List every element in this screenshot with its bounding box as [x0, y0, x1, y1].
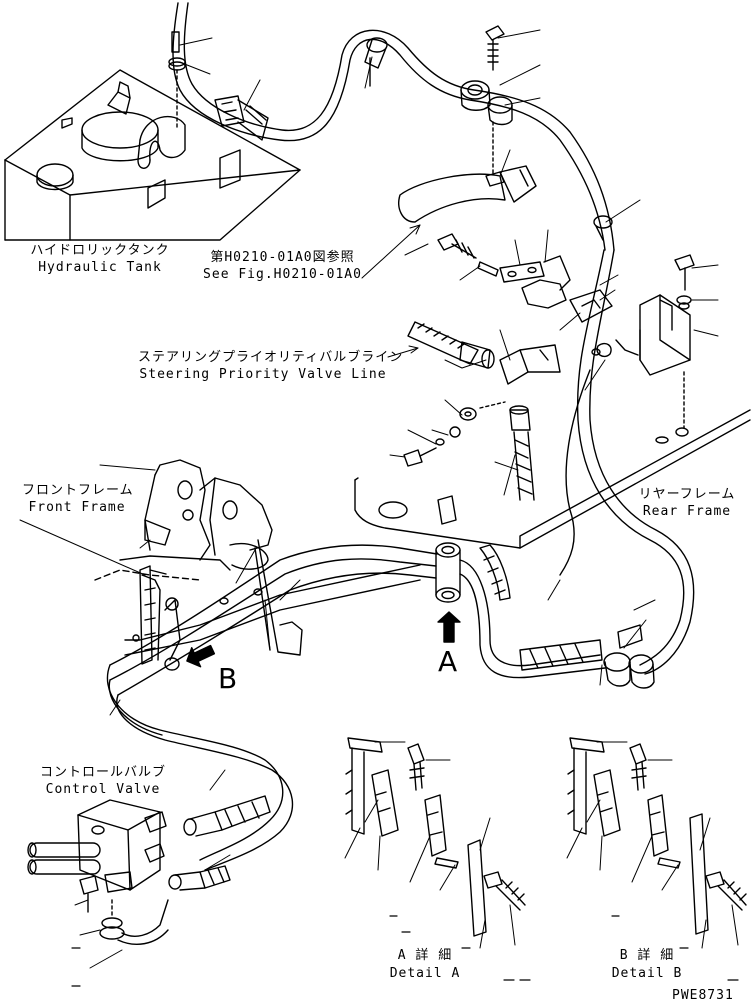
right-hoses: [559, 215, 695, 675]
detail-a-label-en: Detail A: [389, 966, 461, 981]
tank-pin: [168, 31, 186, 131]
front-frame: [94, 459, 421, 656]
tank-hose-fitting: [214, 95, 269, 141]
steering-line-label-en: Steering Priority Valve Line: [139, 367, 387, 382]
view-arrows: [186, 611, 461, 668]
detail-a-label-jp: A 詳 細: [397, 948, 453, 963]
detail-b-parts: [567, 737, 747, 935]
front-frame-label-en: Front Frame: [28, 500, 126, 515]
top-hose: [172, 2, 615, 251]
detail-a-parts: [345, 737, 526, 937]
control-valve-label-jp: コントロールバルブ: [39, 765, 166, 780]
front-frame-label-jp: フロントフレーム: [22, 483, 134, 498]
hydraulic-tank-label-en: Hydraulic Tank: [38, 260, 162, 275]
control-valve: [27, 795, 271, 946]
hydraulic-tank: [4, 69, 301, 241]
see-fig-label-en: See Fig.H0210-01A0: [203, 267, 362, 282]
view-a-letter: A: [438, 645, 458, 678]
steering-line-label-jp: ステアリングプライオリティバルブライン: [138, 350, 404, 365]
detail-b-label-jp: B 詳 細: [619, 948, 675, 963]
center-pin: [435, 495, 461, 603]
frame-hoses: [106, 544, 655, 871]
hydraulic-tank-label-jp: ハイドロリックタンク: [30, 243, 170, 258]
control-valve-label-en: Control Valve: [45, 782, 161, 797]
rear-bracket: [591, 254, 695, 437]
top-clamp: [364, 37, 388, 87]
rear-frame: [354, 409, 751, 549]
rear-frame-label-jp: リヤーフレーム: [638, 487, 736, 502]
steering-line-parts: [403, 233, 613, 501]
rear-frame-label-en: Rear Frame: [642, 504, 732, 519]
front-clamp-b: [139, 565, 181, 671]
detail-b-label-en: Detail B: [611, 966, 683, 981]
drawing-id: PWE8731: [672, 988, 734, 1003]
see-fig-label-jp: 第H0210-01A0図参照: [210, 250, 355, 265]
elbow-hose: [398, 165, 537, 223]
placeholder-dashes: [71, 915, 739, 987]
callout-arrows: [361, 224, 421, 358]
view-b-letter: B: [218, 662, 238, 695]
leader-lines: [19, 29, 739, 969]
bolt-clamp-stack-top: [460, 25, 513, 187]
